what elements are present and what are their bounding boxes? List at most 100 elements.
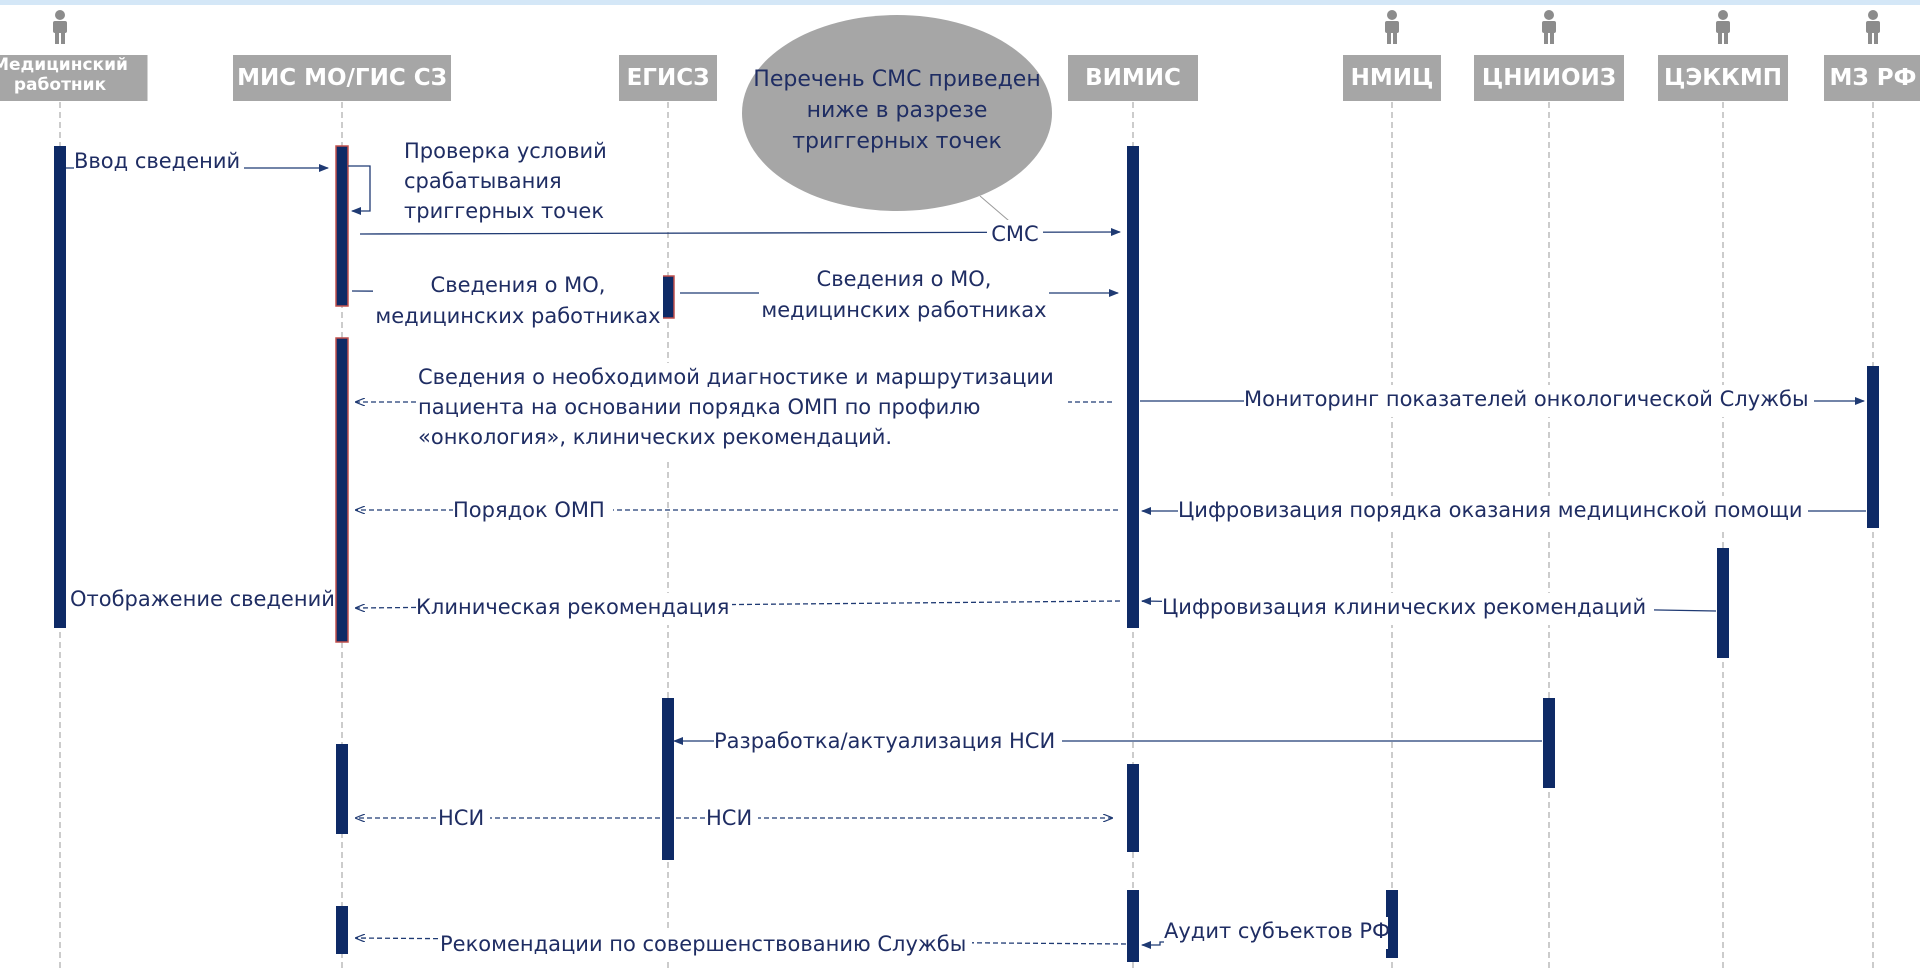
message-digit-order: Цифровизация порядка оказания медицинско… [1141, 496, 1866, 528]
message-nsi-mis: НСИ [356, 804, 660, 836]
person-icon [53, 10, 67, 44]
activation-bar-med [54, 146, 66, 628]
top-band [0, 0, 1920, 5]
message-label-line: НСИ [706, 806, 752, 830]
message-label-line: СМС [991, 222, 1038, 246]
activation-bar-mzrf [1867, 366, 1879, 528]
message-monitoring: Мониторинг показателей онкологической Сл… [1140, 385, 1865, 417]
participant-label: ЦЭККМП [1664, 65, 1782, 91]
message-recommend: Рекомендации по совершенствованию Службы [356, 930, 1127, 962]
message-label-line: срабатывания [404, 169, 562, 193]
activation-bar-egisz [662, 698, 674, 860]
participant-nmic: НМИЦ [1343, 10, 1441, 101]
activation-bar-egisz [661, 275, 675, 319]
message-label: Сведения о МО,медицинских работниках [375, 273, 660, 328]
participant-mis: МИС МО/ГИС СЗ [233, 55, 451, 101]
participant-box [1343, 55, 1441, 101]
participant-label-line: Медицинский [0, 55, 128, 75]
message-label-line: пациента на основании порядка ОМП по про… [418, 395, 980, 419]
participant-label: МИС МО/ГИС СЗ [237, 65, 447, 91]
participant-label-line: работник [14, 75, 107, 95]
note-text-line: ниже в разрезе [807, 98, 988, 123]
participant-label-line: НМИЦ [1351, 65, 1434, 91]
participant-cniioiz: ЦНИИОИЗ [1474, 10, 1624, 101]
activation-bar-nmic [1386, 890, 1398, 958]
message-label-line: Порядок ОМП [453, 498, 605, 522]
participant-box [233, 55, 451, 101]
activation-bar-vimis [1127, 764, 1139, 852]
participant-label: ЦНИИОИЗ [1482, 65, 1616, 91]
participant-vimis: ВИМИС [1068, 55, 1198, 101]
participant-box [1474, 55, 1624, 101]
participant-box [0, 55, 148, 101]
message-label: Мониторинг показателей онкологической Сл… [1244, 387, 1809, 411]
message-nsi-vimis: НСИ [676, 804, 1112, 836]
message-label-line: Сведения о необходимой диагностике и мар… [418, 365, 1054, 389]
message-label-line: НСИ [438, 806, 484, 830]
note-layer: Перечень СМС приведен ниже в разрезе тригг… [742, 15, 1052, 227]
participant-box [619, 55, 717, 101]
note-text-line: Перечень СМС приведен [753, 67, 1040, 92]
participant-label: МЗ РФ [1830, 65, 1917, 91]
participant-label-line: ВИМИС [1085, 65, 1181, 91]
message-digit-clin: Цифровизация клинических рекомендаций [1141, 593, 1717, 625]
message-label-line: триггерных точек [404, 199, 604, 223]
activation-bar-mis [336, 744, 348, 834]
participant-label-line: МЗ РФ [1830, 65, 1917, 91]
participant-box [1658, 55, 1788, 101]
message-label-line: Разработка/актуализация НСИ [714, 729, 1055, 753]
message-mo-info-1: Сведения о МО,медицинских работниках [351, 271, 663, 339]
participant-label-line: ЕГИСЗ [627, 65, 710, 91]
message-input: Ввод сведений [66, 147, 329, 179]
message-check: Проверка условий срабатывания триггерных т… [348, 139, 607, 223]
message-label-line: Отображение сведений [70, 587, 335, 611]
message-label: НСИ [438, 806, 484, 830]
message-label-line: Мониторинг показателей онкологической Сл… [1244, 387, 1809, 411]
message-label: Рекомендации по совершенствованию Службы [440, 932, 966, 956]
message-label: СМС [991, 222, 1038, 246]
participant-box [1068, 55, 1198, 101]
message-label-line: Проверка условий [404, 139, 607, 163]
message-label-line: Клиническая рекомендация [416, 595, 729, 619]
activation-bar-mis [335, 145, 349, 307]
participant-box [1824, 55, 1920, 101]
message-label-line: Аудит субъектов РФ [1164, 919, 1390, 943]
participant-label-line: ЦНИИОИЗ [1482, 65, 1616, 91]
message-label-line: Ввод сведений [74, 149, 240, 173]
message-label: Сведения о необходимой диагностике и мар… [418, 365, 1054, 449]
participant-label-line: МИС МО/ГИС СЗ [237, 65, 447, 91]
person-icon [1385, 10, 1399, 44]
message-label: Проверка условий срабатывания триггерных т… [404, 139, 607, 223]
participant-egisz: ЕГИСЗ [619, 55, 717, 101]
activation-bar-cekkmp [1717, 548, 1729, 658]
activation-bar-vimis [1127, 890, 1139, 962]
message-label: Отображение сведений [70, 587, 335, 611]
activation-bar-vimis [1127, 146, 1139, 628]
message-display: Отображение сведений [70, 585, 335, 617]
note-text: Перечень СМС приведен ниже в разрезе тригг… [753, 67, 1040, 154]
participant-label-line: ЦЭККМП [1664, 65, 1782, 91]
message-label: Ввод сведений [74, 149, 240, 173]
activations-layer [54, 145, 1879, 962]
note-text-line: триггерных точек [792, 129, 1002, 154]
message-sms: СМС [359, 220, 1121, 252]
person-icon [1866, 10, 1880, 44]
participant-label: ЕГИСЗ [627, 65, 710, 91]
message-label: Цифровизация клинических рекомендаций [1162, 595, 1646, 619]
message-nsi-dev: Разработка/актуализация НСИ [673, 727, 1542, 759]
activation-bar-mis [335, 337, 349, 643]
message-label-line: Сведения о МО, [431, 273, 606, 297]
message-mo-info-2: Сведения о МО,медицинских работниках [680, 265, 1119, 333]
messages-layer: Ввод сведений Проверка условий срабатывани… [66, 139, 1866, 962]
person-icon [1542, 10, 1556, 44]
person-icon [1716, 10, 1730, 44]
message-label: Цифровизация порядка оказания медицинско… [1178, 498, 1803, 522]
message-label: Аудит субъектов РФ [1164, 919, 1390, 943]
participant-label: ВИМИС [1085, 65, 1181, 91]
message-label-line: Рекомендации по совершенствованию Службы [440, 932, 966, 956]
